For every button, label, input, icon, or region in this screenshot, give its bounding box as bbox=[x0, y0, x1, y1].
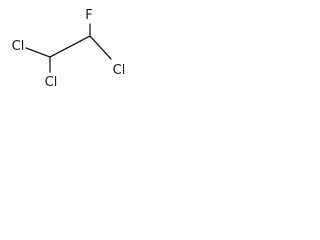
atom-labels: F Cl Cl Cl bbox=[12, 8, 126, 90]
bond-c2-cl bbox=[89, 35, 112, 60]
chemical-structure: F Cl Cl Cl bbox=[12, 8, 126, 90]
bond-c1-cl-left bbox=[25, 47, 51, 58]
atom-label-cl-right: Cl bbox=[113, 63, 126, 78]
atom-label-cl-top-left: Cl bbox=[12, 39, 25, 54]
bonds bbox=[25, 23, 112, 73]
bond-c1-c2 bbox=[49, 35, 91, 58]
atom-label-cl-bottom: Cl bbox=[45, 75, 58, 90]
atom-label-f: F bbox=[85, 8, 92, 23]
